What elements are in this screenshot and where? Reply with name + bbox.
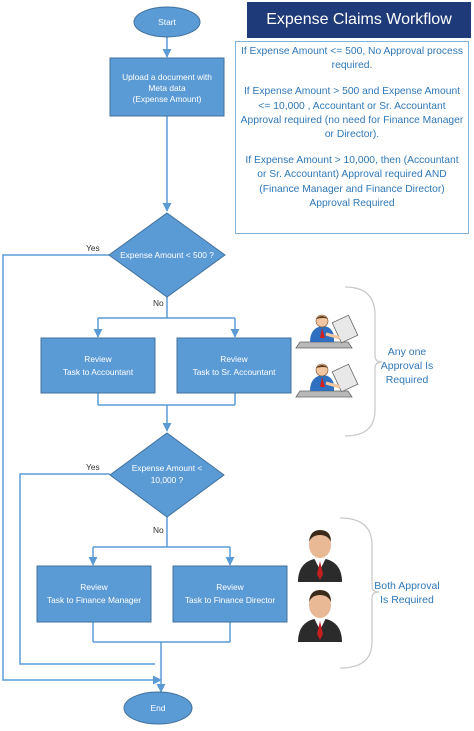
decision1-yes-label: Yes <box>86 243 100 253</box>
decision2-node <box>109 432 225 518</box>
upload-label-1: Upload a document with <box>122 72 212 82</box>
review-accountant-node <box>40 337 156 394</box>
accountant-icon <box>295 314 359 349</box>
decision2-no-label: No <box>153 525 164 535</box>
review-finance-manager-label-1: Review <box>80 582 108 592</box>
rule-3: If Expense Amount > 10,000, then (Accoun… <box>245 155 459 209</box>
decision1-label: Expense Amount < 500 ? <box>120 250 214 260</box>
connectors <box>2 36 240 693</box>
upload-label-3: (Expense Amount) <box>133 94 202 104</box>
review-accountant-label-1: Review <box>84 354 112 364</box>
finance-director-icon <box>298 590 342 642</box>
brace-any-one <box>344 286 383 437</box>
any-one-note-1: Any one <box>388 346 427 358</box>
rules-panel: If Expense Amount <= 500, No Approval pr… <box>235 41 469 234</box>
any-one-note-2: Approval Is <box>381 360 434 372</box>
sr-accountant-icon <box>295 363 359 398</box>
rule-2: If Expense Amount > 500 and Expense Amou… <box>240 86 464 141</box>
review-finance-director-label-1: Review <box>216 582 244 592</box>
review-finance-manager-label-2: Task to Finance Manager <box>47 595 141 605</box>
start-label: Start <box>158 17 176 27</box>
brace-both <box>339 517 380 669</box>
edge-decision2-yes <box>19 473 155 665</box>
review-sr-accountant-node <box>176 337 292 394</box>
decision1-no-label: No <box>153 298 164 308</box>
decision2-yes-label: Yes <box>86 462 100 472</box>
both-note-1: Both Approval <box>374 580 439 592</box>
review-finance-director-node <box>172 565 288 623</box>
decision2-label-1: Expense Amount < <box>132 463 203 473</box>
review-finance-manager-node <box>36 565 152 623</box>
decision2-label-2: 10,000 ? <box>151 475 184 485</box>
rule-1: If Expense Amount <= 500, No Approval pr… <box>240 46 464 72</box>
start-node <box>133 6 201 38</box>
review-finance-director-label-2: Task to Finance Director <box>185 595 276 605</box>
any-one-note-3: Required <box>386 374 429 386</box>
end-node <box>123 691 193 725</box>
both-note-2: Is Required <box>380 594 434 606</box>
edge-decision1-yes <box>2 254 162 685</box>
review-sr-accountant-label-2: Task to Sr. Accountant <box>193 367 277 377</box>
upload-label-2: Meta data <box>148 83 186 93</box>
end-label: End <box>151 703 166 713</box>
upload-node <box>109 57 225 117</box>
decision1-node <box>108 212 226 298</box>
review-accountant-label-2: Task to Accountant <box>63 367 134 377</box>
finance-manager-icon <box>298 530 342 582</box>
review-sr-accountant-label-1: Review <box>220 354 248 364</box>
workflow-title: Expense Claims Workflow <box>247 2 471 38</box>
